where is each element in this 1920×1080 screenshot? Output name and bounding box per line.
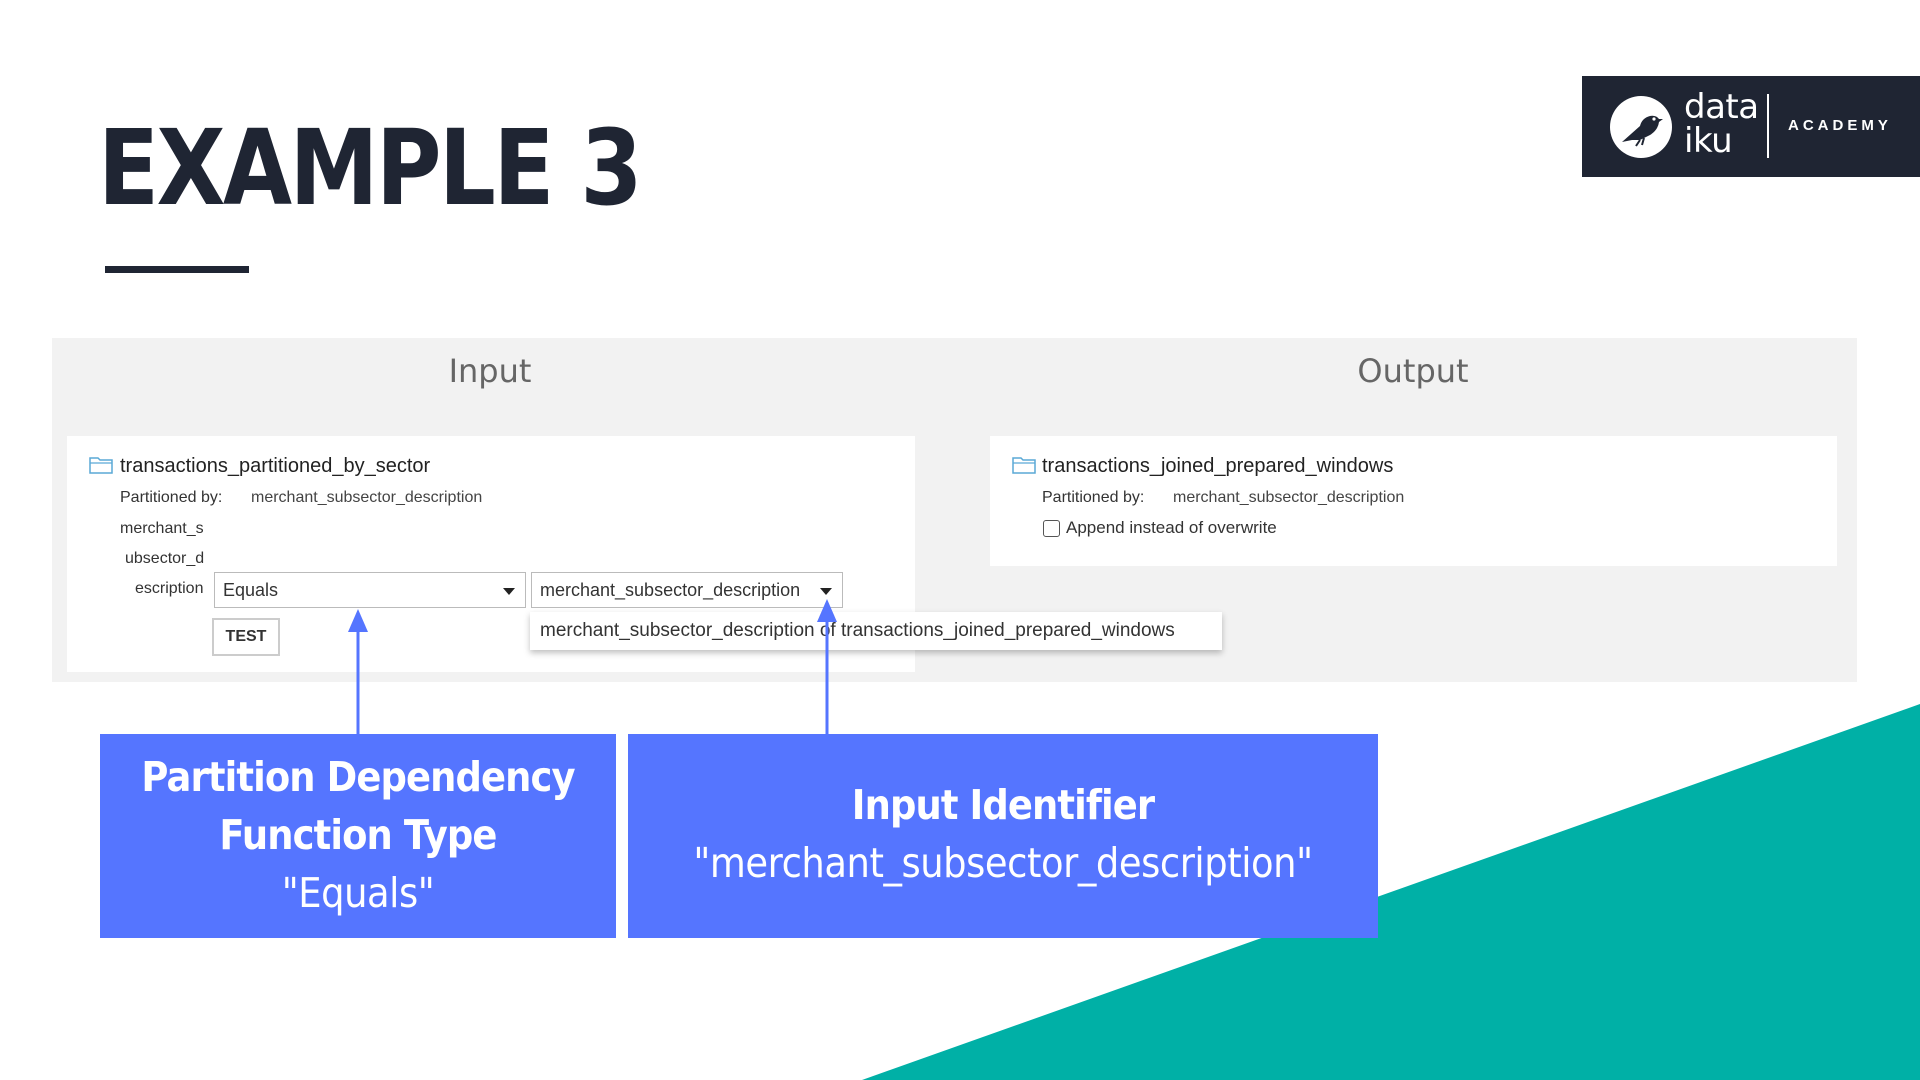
caret-down-icon — [820, 588, 832, 595]
dimension-name-line-1: merchant_s — [120, 520, 204, 537]
callout-value: "merchant_subsector_description" — [693, 839, 1313, 887]
output-partitioned-by-label: Partitioned by: — [1042, 489, 1145, 506]
callout-title-line-2: Function Type — [219, 811, 497, 859]
input-partitioned-by-label: Partitioned by: — [120, 489, 223, 506]
caret-down-icon — [503, 588, 515, 595]
input-dataset-name[interactable]: transactions_partitioned_by_sector — [120, 455, 431, 477]
logo-academy-text: ACADEMY — [1788, 117, 1892, 134]
output-heading: Output — [1357, 352, 1469, 390]
input-identifier-callout: Input Identifier "merchant_subsector_des… — [628, 734, 1378, 938]
dataiku-academy-logo: data iku ACADEMY — [1582, 76, 1920, 177]
input-heading: Input — [448, 352, 532, 390]
function-type-callout: Partition Dependency Function Type "Equa… — [100, 734, 616, 938]
output-partitioned-by-value: merchant_subsector_description — [1173, 489, 1405, 506]
folder-icon — [89, 457, 113, 474]
test-button[interactable]: TEST — [212, 618, 280, 656]
folder-icon — [1012, 457, 1036, 474]
callout-title-line-1: Partition Dependency — [141, 753, 575, 801]
function-type-select[interactable]: Equals — [214, 572, 526, 608]
dataiku-bird-icon — [1610, 96, 1672, 158]
input-partitioned-by-value: merchant_subsector_description — [251, 489, 483, 506]
input-identifier-select[interactable]: merchant_subsector_description — [531, 572, 843, 608]
output-card — [990, 436, 1837, 566]
append-label: Append instead of overwrite — [1066, 518, 1277, 537]
dimension-name-line-3: escription — [135, 580, 204, 597]
dimension-name-line-2: ubsector_d — [125, 550, 205, 567]
callout-value: "Equals" — [281, 869, 435, 917]
append-checkbox[interactable] — [1043, 520, 1060, 537]
dropdown-option[interactable]: merchant_subsector_description of transa… — [530, 612, 1222, 650]
output-dataset-name[interactable]: transactions_joined_prepared_windows — [1042, 455, 1394, 477]
callout-title: Input Identifier — [851, 781, 1155, 829]
title-underline — [105, 266, 249, 273]
logo-divider — [1767, 94, 1769, 158]
slide-title: EXAMPLE 3 — [98, 107, 643, 229]
logo-wordmark: data iku — [1684, 87, 1759, 161]
